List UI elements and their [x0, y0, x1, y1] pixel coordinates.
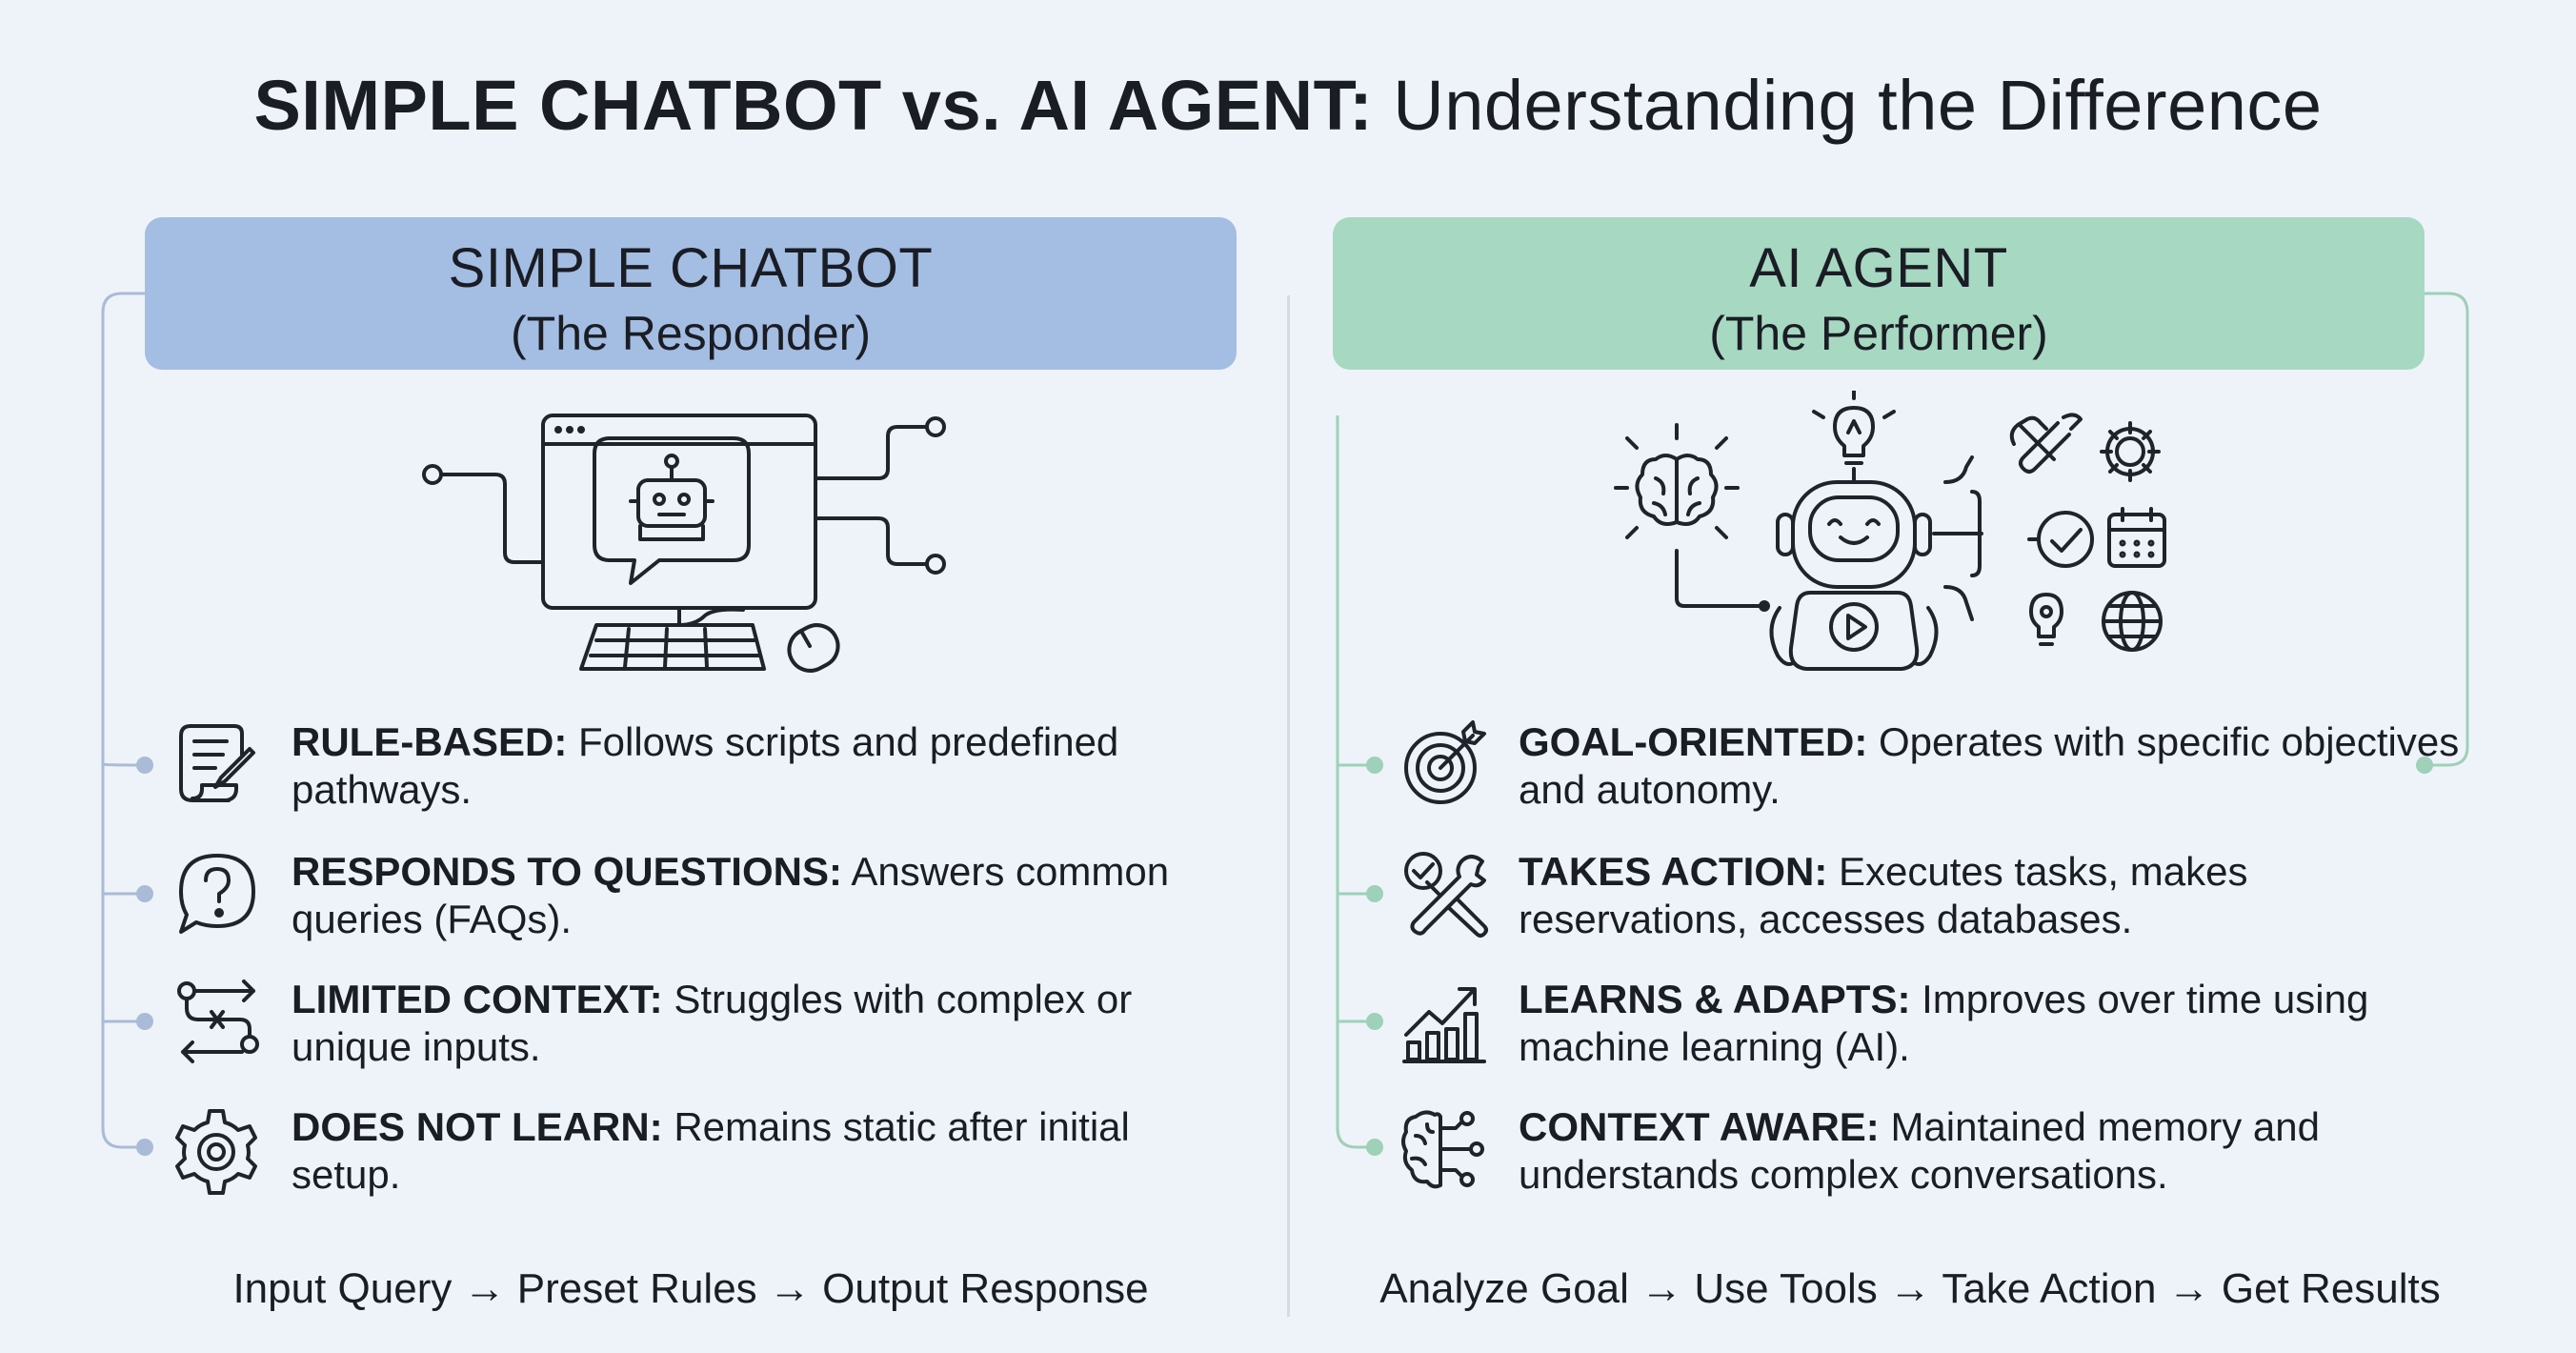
feature-label: GOAL-ORIENTED:: [1519, 719, 1868, 764]
chatbot-feature-responds: RESPONDS TO QUESTIONS: Answers common qu…: [292, 848, 1244, 943]
column-divider: [1287, 295, 1290, 1317]
growth-chart-icon: [1402, 987, 1486, 1063]
feature-text: Answers common queries (FAQs).: [292, 849, 1170, 941]
feature-text: Maintained memory and understands comple…: [1519, 1104, 2321, 1197]
brain-network-icon: [1401, 1110, 1484, 1189]
agent-feature-learns-adapts: LEARNS & ADAPTS: Improves over time usin…: [1519, 976, 2471, 1071]
agent-header: AI AGENT (The Performer): [1333, 217, 2425, 370]
ai-agent-robot-icon: [1614, 391, 2166, 671]
agent-feature-goal-oriented: GOAL-ORIENTED: Operates with specific ob…: [1519, 718, 2471, 814]
gear-icon: [175, 1109, 257, 1195]
chatbot-subheading: (The Responder): [511, 307, 871, 360]
title-normal: Understanding the Difference: [1373, 66, 2323, 145]
feature-label: TAKES ACTION:: [1519, 849, 1828, 894]
feature-label: CONTEXT AWARE:: [1519, 1104, 1880, 1149]
agent-heading: AI AGENT: [1749, 237, 2008, 299]
feature-label: LIMITED CONTEXT:: [292, 977, 663, 1021]
chatbot-flow: Input Query → Preset Rules → Output Resp…: [232, 1265, 1149, 1312]
path-icon: [177, 979, 259, 1063]
chatbot-feature-limited-context: LIMITED CONTEXT: Struggles with complex …: [292, 976, 1244, 1071]
agent-feature-context-aware: CONTEXT AWARE: Maintained memory and und…: [1519, 1103, 2471, 1199]
tools-icon: [1404, 852, 1488, 938]
feature-text: Follows scripts and predefined pathways.: [292, 719, 1119, 812]
agent-feature-takes-action: TAKES ACTION: Executes tasks, makes rese…: [1519, 848, 2471, 943]
feature-label: RESPONDS TO QUESTIONS:: [292, 849, 842, 894]
computer-chatbot-icon: [422, 414, 946, 673]
chatbot-header: SIMPLE CHATBOT (The Responder): [145, 217, 1237, 370]
script-icon: [179, 724, 255, 802]
agent-subheading: (The Performer): [1709, 307, 2048, 360]
title-bold: SIMPLE CHATBOT vs. AI AGENT:: [253, 66, 1374, 145]
page-title: SIMPLE CHATBOT vs. AI AGENT: Understandi…: [0, 65, 2576, 146]
feature-label: RULE-BASED:: [292, 719, 568, 764]
chatbot-heading: SIMPLE CHATBOT: [448, 237, 934, 299]
chatbot-feature-rule-based: RULE-BASED: Follows scripts and predefin…: [292, 718, 1244, 814]
feature-text: Struggles with complex or unique inputs.: [292, 977, 1133, 1069]
question-bubble-icon: [179, 854, 255, 934]
feature-text: Improves over time using machine learnin…: [1519, 977, 2369, 1069]
target-icon: [1404, 720, 1486, 804]
feature-label: LEARNS & ADAPTS:: [1519, 977, 1911, 1021]
feature-text: Remains static after initial setup.: [292, 1104, 1130, 1197]
chatbot-feature-does-not-learn: DOES NOT LEARN: Remains static after ini…: [292, 1103, 1244, 1199]
feature-text: Executes tasks, makes reservations, acce…: [1519, 849, 2248, 941]
feature-label: DOES NOT LEARN:: [292, 1104, 663, 1149]
feature-text: Operates with specific objectives and au…: [1519, 719, 2460, 812]
agent-flow: Analyze Goal → Use Tools → Take Action →…: [1379, 1265, 2441, 1312]
